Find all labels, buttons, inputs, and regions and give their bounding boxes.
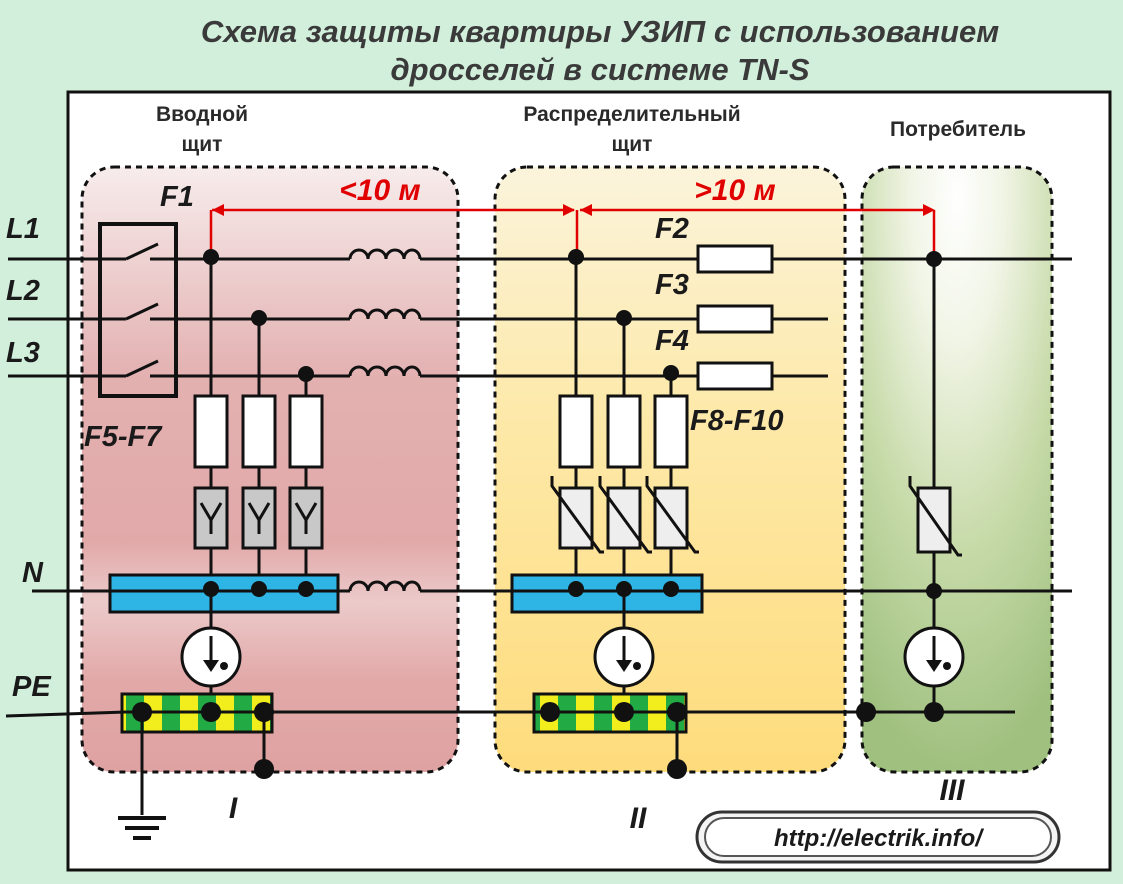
arrowhead <box>212 204 224 216</box>
label-f2: F2 <box>655 213 689 245</box>
watermark-url: http://electrik.info/ <box>774 825 984 852</box>
varistor <box>558 486 594 550</box>
fuse-f4 <box>696 361 774 391</box>
ground-icon <box>118 816 166 840</box>
fuse-f2 <box>696 244 774 274</box>
label-l3: L3 <box>6 337 40 369</box>
fuse-f3 <box>696 304 774 334</box>
section-distribution-line-2: щит <box>612 133 653 156</box>
switch-contact <box>125 359 159 378</box>
label-f3: F3 <box>655 269 689 301</box>
spd-group-f5-f7 <box>193 259 324 590</box>
label-f4: F4 <box>655 325 689 357</box>
consumer-spd <box>908 259 962 590</box>
distance-near-label: <10 м <box>339 174 420 207</box>
watermark-badge: http://electrik.info/ <box>695 810 1061 864</box>
section-input-line-1: Вводной <box>156 103 248 126</box>
phase-wires <box>8 257 1072 378</box>
fuse-f6 <box>241 394 277 469</box>
zone-label-ii: II <box>630 802 647 835</box>
zone-label-i: I <box>229 792 238 825</box>
spd-group-f8-f10 <box>550 259 699 590</box>
fuse-f9 <box>606 394 642 469</box>
switch-contact <box>125 242 159 261</box>
arrowhead <box>580 204 592 216</box>
choke-l1 <box>348 248 422 260</box>
choke-l2 <box>348 308 422 320</box>
label-pe: PE <box>12 671 52 703</box>
main-breaker-f1 <box>98 222 178 398</box>
arrowhead <box>923 204 935 216</box>
section-consumer: Потребитель <box>890 118 1026 141</box>
fuse-f5 <box>193 394 229 469</box>
zone-consumer <box>860 165 1054 774</box>
label-l2: L2 <box>6 275 40 307</box>
label-f1: F1 <box>160 181 194 213</box>
junction-dots <box>132 249 944 779</box>
rcd-zone-1 <box>180 591 242 712</box>
title-line-2: дросселей в системе TN-S <box>390 52 809 87</box>
rcd-zone-3 <box>903 591 965 712</box>
choke-l3 <box>348 365 422 377</box>
section-input-line-2: щит <box>182 133 223 156</box>
fuse-f7 <box>288 394 324 469</box>
label-n: N <box>22 557 44 589</box>
section-distribution-line-1: Распределительный <box>523 103 740 126</box>
label-f5-f7: F5-F7 <box>84 421 163 453</box>
distance-far-label: >10 м <box>694 174 775 207</box>
fuse-f10 <box>653 394 689 469</box>
label-l1: L1 <box>6 213 40 245</box>
zone-label-iii: III <box>939 774 965 807</box>
breaker-body <box>98 222 178 398</box>
title-line-1: Схема защиты квартиры УЗИП с использован… <box>201 14 999 49</box>
switch-contact <box>125 302 159 321</box>
varistor <box>606 486 642 550</box>
fuse-f8 <box>558 394 594 469</box>
arrowhead <box>563 204 575 216</box>
label-f8-f10: F8-F10 <box>690 405 783 437</box>
